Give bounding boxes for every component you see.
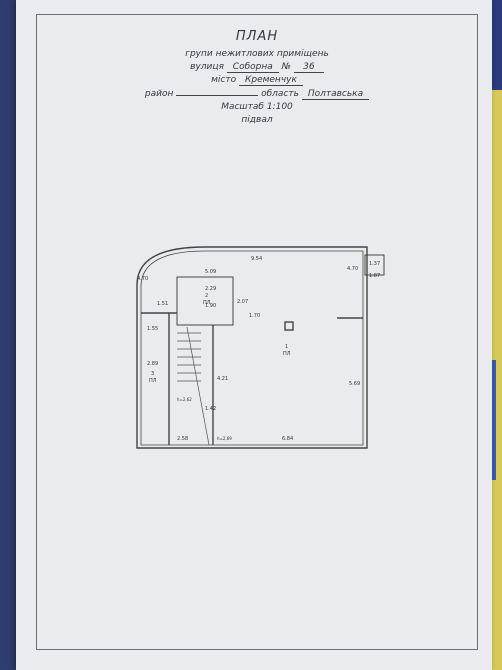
dim-label: 9.54 [251, 256, 262, 262]
district-label: район [144, 89, 174, 99]
room-area: ПЛ [149, 378, 157, 384]
level-mark: h=2,69 [217, 436, 232, 441]
dim-label: 1.87 [369, 273, 380, 279]
dim-label: 2.29 [205, 286, 216, 292]
district-value [176, 95, 259, 96]
street-label: вулиця [190, 62, 224, 72]
dim-label: 1.42 [205, 406, 216, 412]
oblast-label: область [261, 89, 299, 99]
room-number: 1 [285, 344, 288, 350]
dim-label: 4.70 [137, 276, 148, 282]
oblast-value: Полтавська [301, 89, 370, 100]
plan-subtitle: групи нежитлових приміщень [185, 49, 329, 59]
room-area: ПЛ [203, 300, 211, 306]
outer-wall-inner [140, 250, 364, 446]
level-mark: h=2,62 [177, 397, 192, 402]
floor-plan-drawing: 9.54 5.09 2.29 1.90 2.07 1.70 1.51 4.70 … [136, 246, 385, 449]
city-value: Кременчук [238, 75, 303, 86]
room-area: ПЛ [283, 351, 291, 357]
dim-label: 1.70 [249, 313, 260, 319]
desk-background-left [0, 0, 18, 670]
small-room-top-right [364, 254, 385, 276]
plan-title: ПЛАН [235, 29, 279, 44]
dim-label: 1.55 [147, 326, 158, 332]
dim-label: 4.70 [347, 266, 358, 272]
document-sheet: ПЛАН групи нежитлових приміщень вулиця С… [16, 0, 492, 670]
dim-label: 2.58 [177, 436, 188, 442]
number-value: 36 [293, 62, 324, 73]
district-line: район область Полтавська [37, 89, 477, 100]
room-number: 2 [205, 293, 208, 299]
stair-diagonal [186, 326, 210, 446]
dim-label: 1.51 [157, 301, 168, 307]
number-label: № [281, 62, 292, 72]
dim-label: 1.90 [205, 303, 216, 309]
dim-label: 2.07 [237, 299, 248, 305]
dim-label: 6.84 [282, 436, 293, 442]
street-value: Соборна [226, 62, 279, 73]
dim-label: 1.37 [369, 261, 380, 267]
dim-label: 5.69 [349, 381, 360, 387]
column [284, 321, 294, 331]
outer-wall [136, 246, 368, 449]
dim-label: 5.09 [205, 269, 216, 275]
city-label: місто [211, 75, 237, 85]
dim-label: 2.89 [147, 361, 158, 367]
dim-label: 4.21 [217, 376, 228, 382]
drawing-frame: ПЛАН групи нежитлових приміщень вулиця С… [36, 14, 478, 650]
stair-room [176, 276, 234, 326]
street-line: вулиця Соборна № 36 [37, 62, 477, 73]
city-line: місто Кременчук [37, 75, 477, 86]
room-number: 3 [151, 371, 154, 377]
scale-label: Масштаб 1:100 [221, 102, 293, 112]
floor-label: підвал [241, 115, 273, 125]
